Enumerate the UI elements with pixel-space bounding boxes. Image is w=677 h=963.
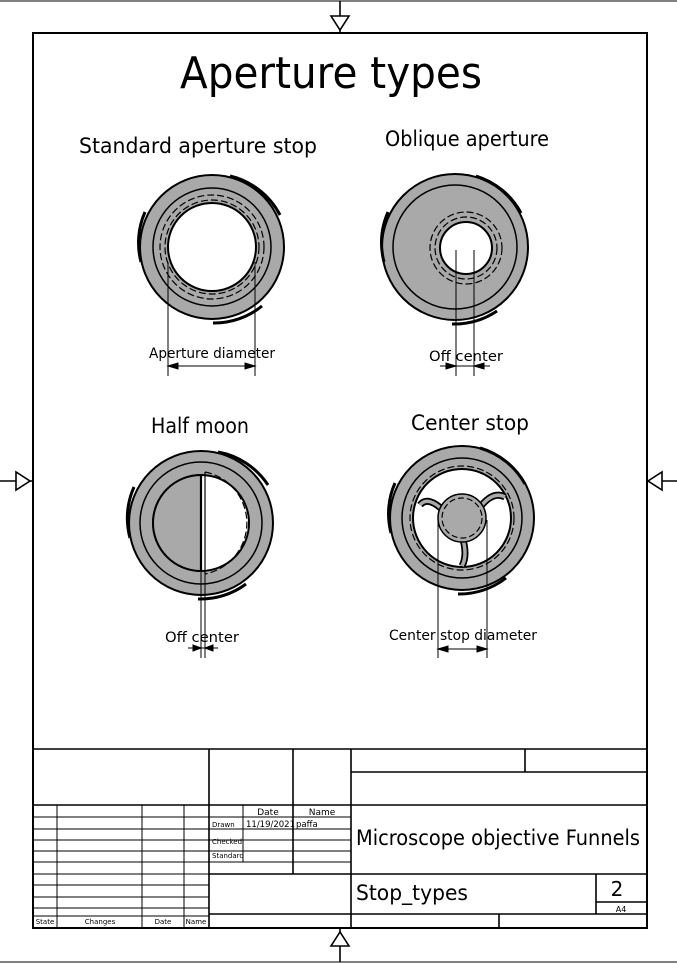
row-checked-label: Checked bbox=[212, 838, 242, 846]
standard-aperture-stop: Standard aperture stop Aperture diameter bbox=[79, 134, 317, 376]
centering-mark-top bbox=[329, 1, 351, 33]
oblique-aperture-title: Oblique aperture bbox=[385, 127, 549, 151]
drawn-date: 11/19/2021 bbox=[246, 820, 295, 830]
aperture-diameter-label: Aperture diameter bbox=[149, 346, 275, 362]
half-moon-title: Half moon bbox=[151, 414, 249, 438]
drawn-name: paffa bbox=[296, 820, 318, 830]
header-name: Name bbox=[309, 808, 336, 818]
row-standard-label: Standard bbox=[212, 852, 244, 860]
center-stop-funnel bbox=[387, 445, 535, 596]
project-title: Microscope objective Funnels bbox=[356, 826, 640, 850]
oblique-aperture: Oblique aperture Off center bbox=[380, 127, 549, 376]
revision-changes-header: Changes bbox=[85, 918, 116, 926]
header-date: Date bbox=[257, 808, 279, 818]
centering-mark-bottom bbox=[329, 928, 351, 962]
revision-name-header: Name bbox=[186, 918, 207, 926]
oblique-off-center-dimension bbox=[440, 250, 490, 376]
revision-state-header: State bbox=[36, 918, 55, 926]
center-stop-diameter-dimension bbox=[436, 520, 489, 658]
standard-aperture-title: Standard aperture stop bbox=[79, 134, 317, 158]
centering-mark-right bbox=[646, 470, 677, 492]
standard-aperture-funnel bbox=[137, 174, 285, 325]
sheet-number: 2 bbox=[611, 877, 624, 901]
revision-date-header: Date bbox=[155, 918, 172, 926]
centering-mark-left bbox=[0, 470, 33, 492]
sheet-format: A4 bbox=[616, 905, 627, 914]
oblique-aperture-funnel bbox=[380, 173, 529, 326]
half-moon-aperture: Half moon Off center bbox=[125, 414, 274, 658]
half-moon-off-center-label: Off center bbox=[165, 630, 239, 646]
half-moon-funnel bbox=[125, 450, 274, 601]
drawing-name: Stop_types bbox=[356, 881, 468, 906]
oblique-off-center-label: Off center bbox=[429, 349, 503, 365]
half-moon-off-center-dimension bbox=[188, 571, 218, 658]
center-stop-aperture: Center stop Center sto bbox=[387, 411, 537, 658]
aperture-diameter-dimension bbox=[166, 262, 257, 376]
title-block: Date Name Drawn Checked Standard 11/19/2… bbox=[33, 748, 647, 928]
row-drawn-label: Drawn bbox=[212, 821, 235, 829]
drawing-title: Aperture types bbox=[180, 48, 482, 99]
center-stop-title: Center stop bbox=[411, 411, 529, 435]
center-stop-diameter-label: Center stop diameter bbox=[389, 628, 537, 644]
